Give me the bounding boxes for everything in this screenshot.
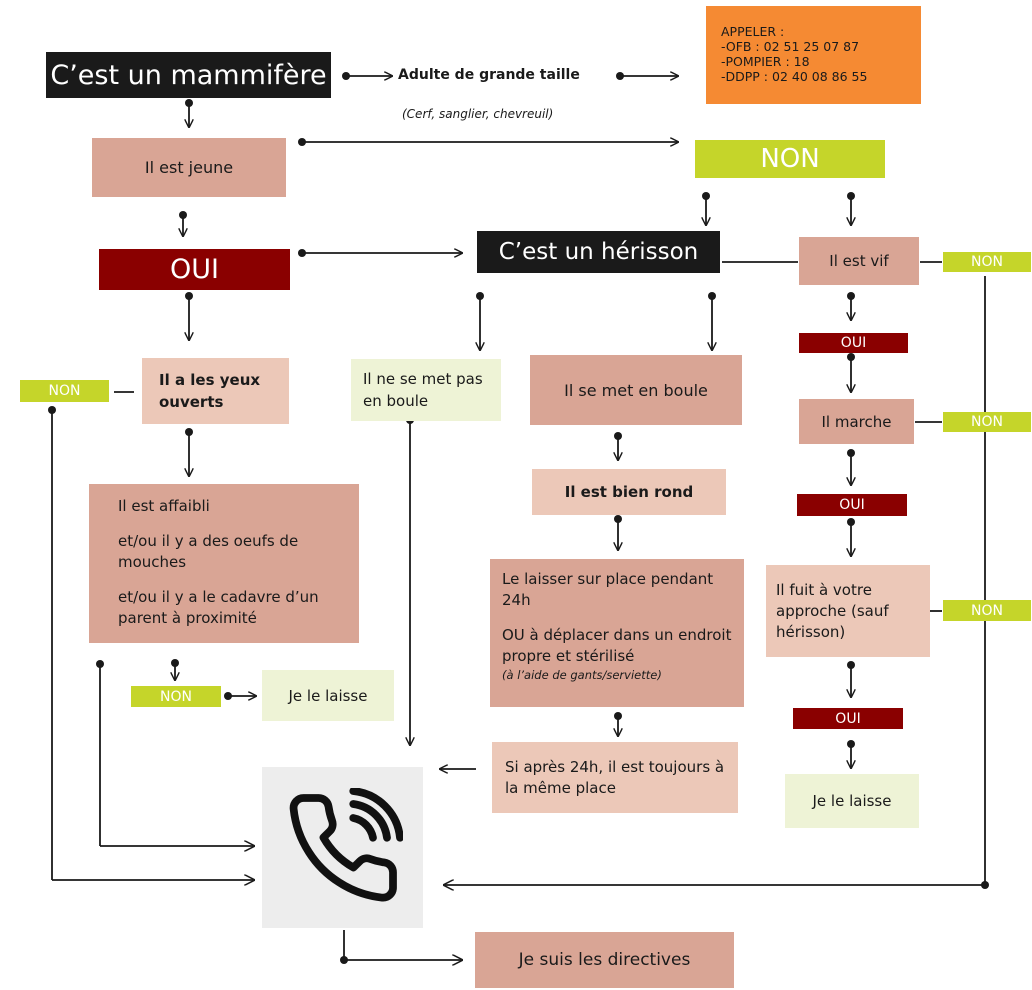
node-non-top: NON xyxy=(695,140,885,178)
phone-call-icon xyxy=(262,767,423,928)
node-non-fuit: NON xyxy=(943,600,1031,621)
node-affaibli: Il est affaibli et/ou il y a des oeufs d… xyxy=(89,484,359,643)
laisser-line: Le laisser sur place pendant 24h xyxy=(502,570,714,609)
node-oui-fuit: OUI xyxy=(793,708,903,729)
node-jeune: Il est jeune xyxy=(92,138,286,197)
appeler-line-ofb: -OFB : 02 51 25 07 87 xyxy=(721,39,860,54)
affaibli-line-3: et/ou il y a le cadavre d’un parent à pr… xyxy=(118,588,319,627)
node-non-vif: NON xyxy=(943,252,1031,272)
node-adulte-sub: (Cerf, sanglier, chevreuil) xyxy=(402,107,554,121)
node-fuit: Il fuit à votre approche (sauf hérisson) xyxy=(766,565,930,657)
node-laisse-2: Je le laisse xyxy=(785,774,919,828)
node-herisson: C’est un hérisson xyxy=(477,231,720,273)
appeler-line-ddpp: -DDPP : 02 40 08 86 55 xyxy=(721,69,868,84)
node-mammifere: C’est un mammifère xyxy=(46,52,331,98)
appeler-line-pompier: -POMPIER : 18 xyxy=(721,54,810,69)
node-non-yeux: NON xyxy=(20,380,109,402)
node-non-affaibli: NON xyxy=(131,686,221,707)
node-adulte: Adulte de grande taille xyxy=(398,67,580,83)
affaibli-line-1: Il est affaibli xyxy=(118,497,210,515)
node-yeux: Il a les yeux ouverts xyxy=(142,358,289,424)
node-apres24: Si après 24h, il est toujours à la même … xyxy=(492,742,738,813)
node-vif: Il est vif xyxy=(799,237,919,285)
affaibli-line-2: et/ou il y a des oeufs de mouches xyxy=(118,532,299,571)
deplacer-line: OU à déplacer dans un endroit propre et … xyxy=(502,626,732,665)
appeler-title: APPELER : xyxy=(721,24,785,39)
node-pas-boule: Il ne se met pas en boule xyxy=(351,359,501,421)
node-laisser-24h: Le laisser sur place pendant 24h OU à dé… xyxy=(490,559,744,707)
node-appeler: APPELER : -OFB : 02 51 25 07 87 -POMPIER… xyxy=(706,6,921,104)
deplacer-note: (à l’aide de gants/serviette) xyxy=(502,668,662,682)
node-non-marche: NON xyxy=(943,412,1031,432)
node-laisse-1: Je le laisse xyxy=(262,670,394,721)
node-rond: Il est bien rond xyxy=(532,469,726,515)
node-marche: Il marche xyxy=(799,399,914,444)
node-oui-main: OUI xyxy=(99,249,290,290)
node-oui-marche: OUI xyxy=(797,494,907,516)
node-directives: Je suis les directives xyxy=(475,932,734,988)
node-boule: Il se met en boule xyxy=(530,355,742,425)
node-oui-vif: OUI xyxy=(799,333,908,353)
